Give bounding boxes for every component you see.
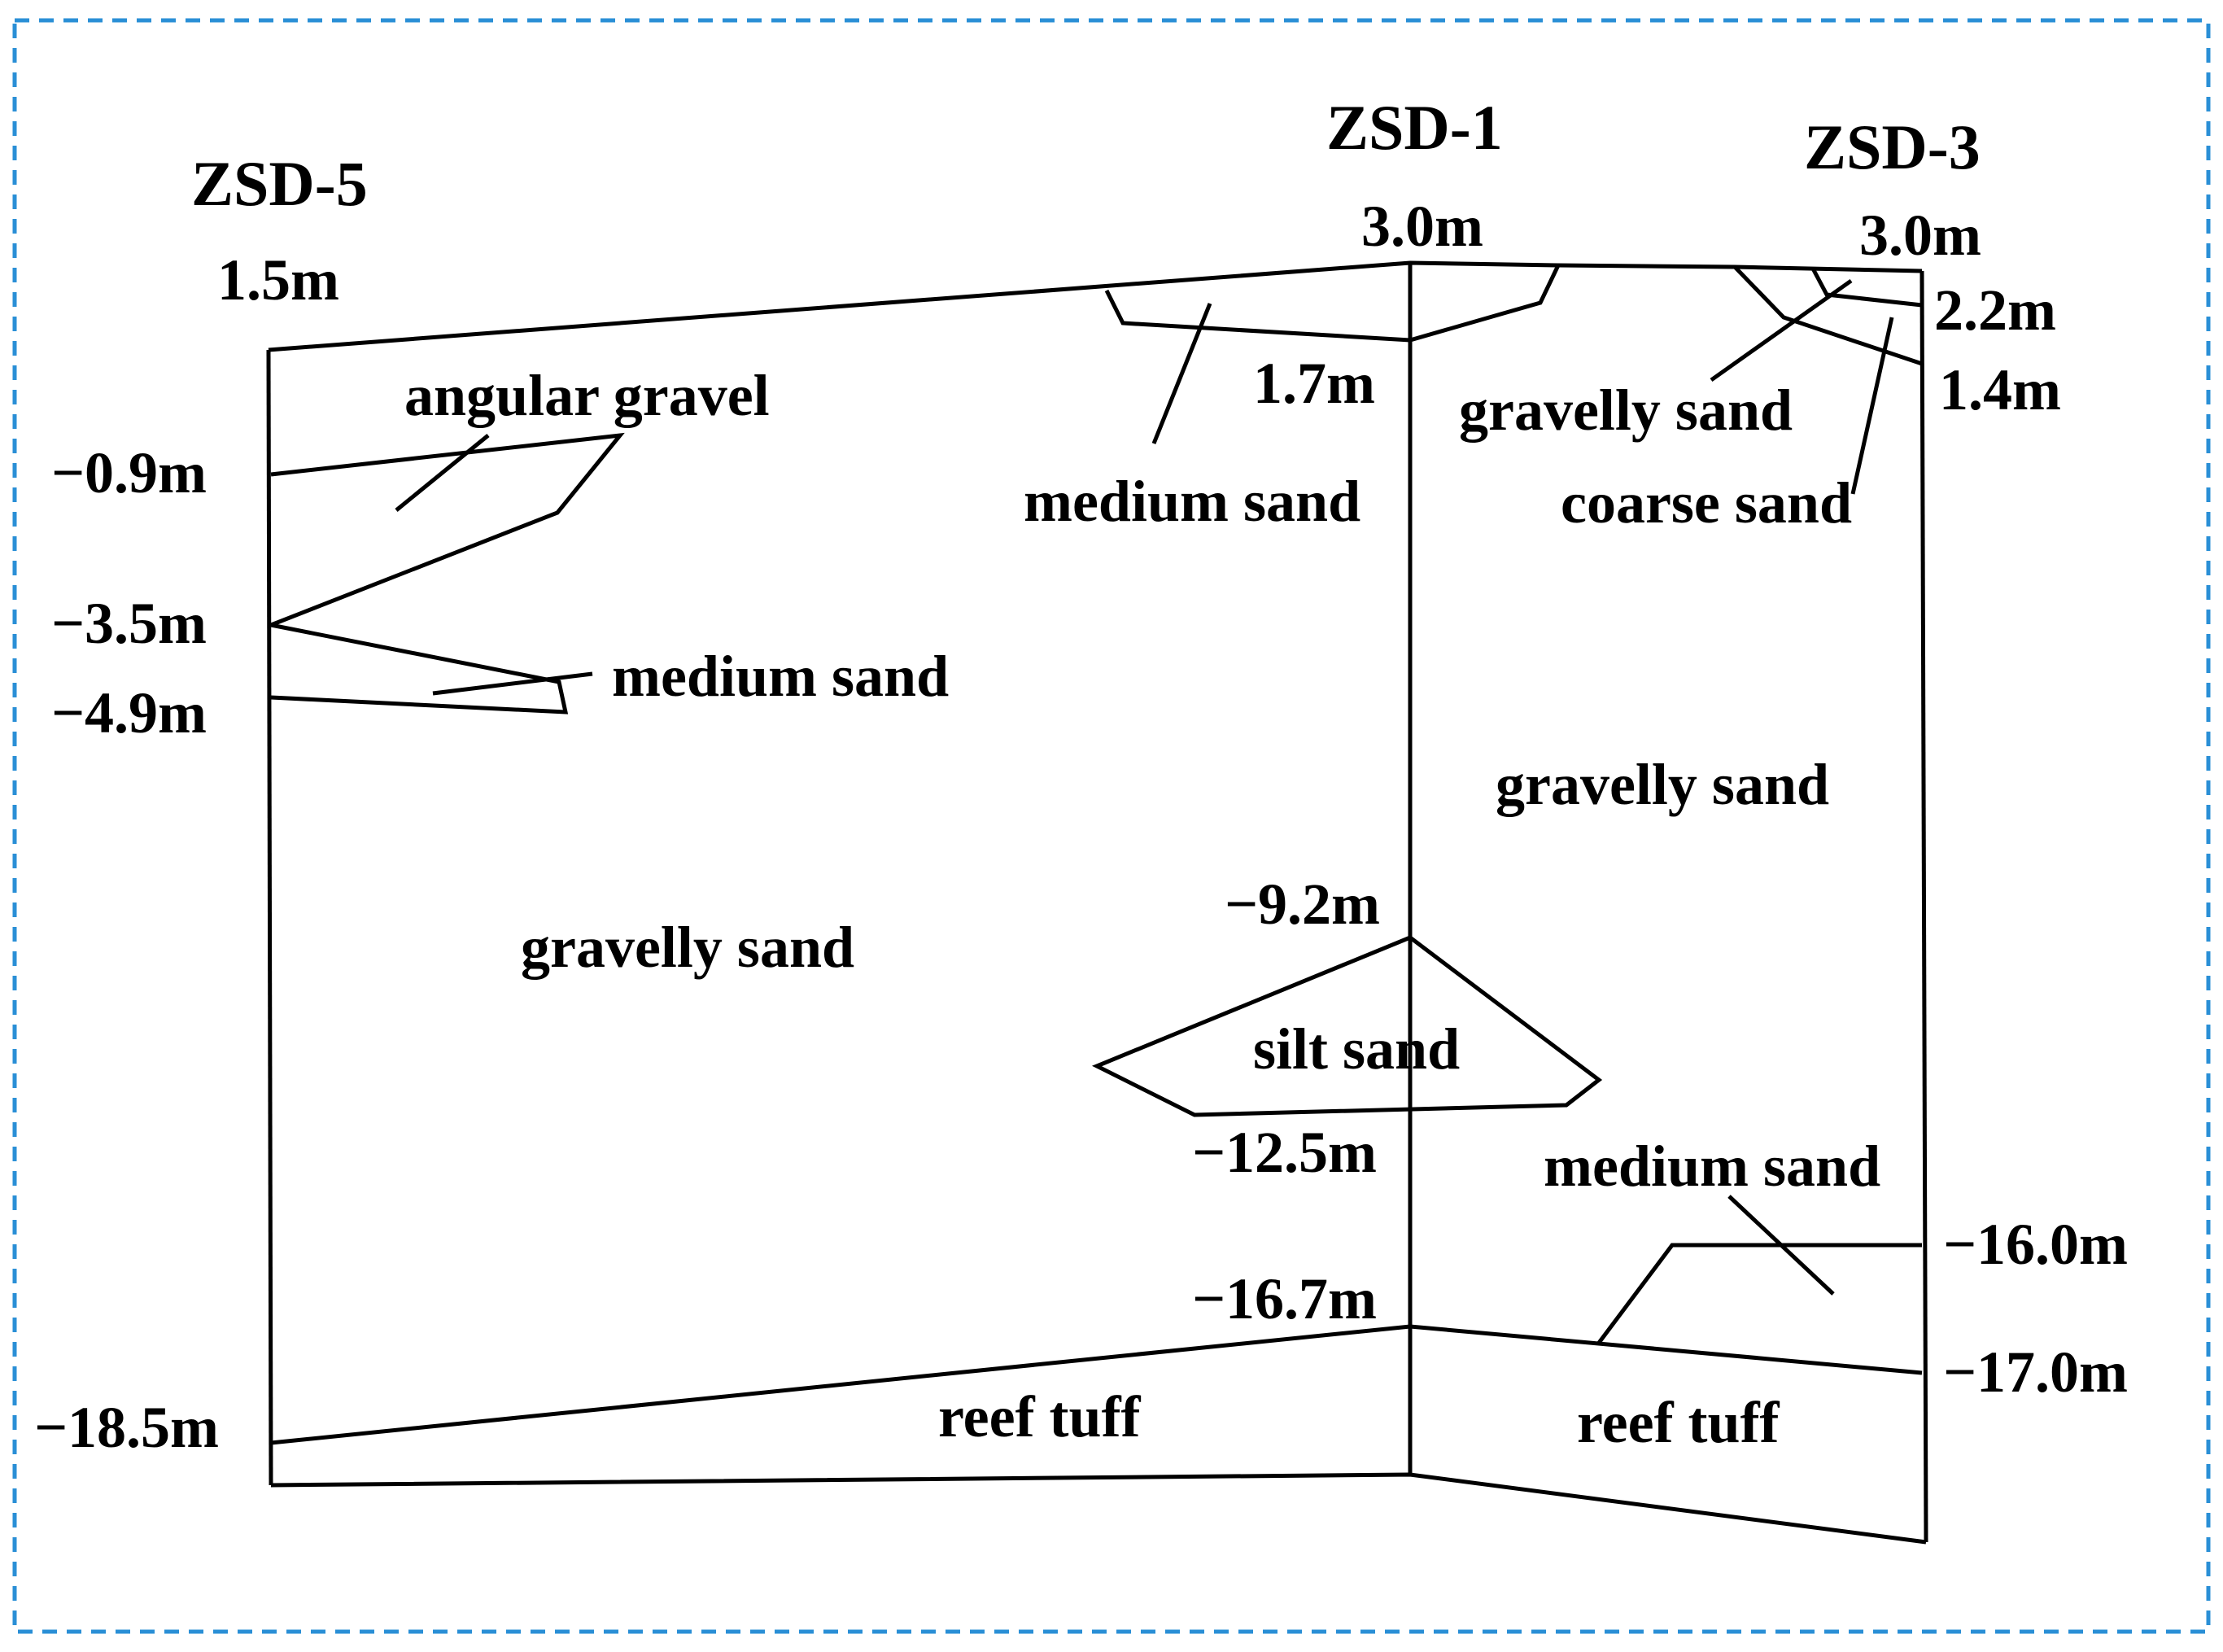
- leader-angular-gravel: [395, 434, 490, 512]
- borehole-zsd3-name: ZSD-3: [1804, 111, 1981, 182]
- zsd3-depth-1: 2.2m: [1934, 278, 2056, 343]
- zsd5-depth-2: −3.5m: [51, 591, 207, 656]
- profile-top-boundary: [268, 260, 1923, 352]
- zsd3-borehole-line: [1919, 270, 1928, 1543]
- leader-medium-sand-top: [1151, 303, 1212, 444]
- leader-medium-sand-left: [432, 671, 593, 696]
- layer-reef-tuff-right: reef tuff: [1577, 1390, 1780, 1455]
- borehole-zsd1-name: ZSD-1: [1326, 92, 1503, 163]
- reef-tuff-boundary: [270, 1324, 1923, 1445]
- zsd5-borehole-line: [266, 349, 273, 1486]
- zsd5-top-elevation: 1.5m: [217, 247, 339, 312]
- layer-silt-sand: silt sand: [1253, 1016, 1460, 1082]
- layer-medium-sand-right: medium sand: [1544, 1134, 1880, 1199]
- zsd1-top-elevation: 3.0m: [1361, 194, 1483, 259]
- medium-sand-lens-right: [1597, 1243, 1922, 1344]
- medium-sand-lens-left: [270, 623, 569, 715]
- borehole-zsd5-name: ZSD-5: [191, 148, 368, 219]
- layer-coarse-sand: coarse sand: [1561, 470, 1852, 535]
- angular-gravel-lens: [270, 432, 625, 627]
- profile-bottom-boundary: [270, 1472, 1927, 1545]
- silt-sand-lens: [1091, 935, 1603, 1117]
- zsd1-depth-3: −12.5m: [1192, 1120, 1377, 1185]
- zsd3-depth-3: −16.0m: [1943, 1212, 2128, 1277]
- layer-gravelly-sand-top: gravelly sand: [1459, 378, 1793, 443]
- layer-reef-tuff-left: reef tuff: [938, 1384, 1142, 1449]
- layer-gravelly-sand-left: gravelly sand: [521, 915, 854, 980]
- zsd1-depth-1: 1.7m: [1253, 351, 1375, 416]
- layer-gravelly-sand-right: gravelly sand: [1496, 752, 1829, 817]
- leader-medium-sand-right: [1727, 1195, 1835, 1296]
- zsd3-depth-2: 1.4m: [1939, 357, 2061, 422]
- layer-medium-sand-top: medium sand: [1024, 469, 1360, 534]
- coarse-sand-lens-upper: [1810, 267, 1923, 308]
- layer-angular-gravel: angular gravel: [404, 363, 770, 428]
- coarse-sand-lens-lower: [1733, 265, 1923, 366]
- zsd3-depth-4: −17.0m: [1943, 1340, 2128, 1405]
- layer-medium-sand-left: medium sand: [612, 644, 949, 709]
- zsd1-depth-2: −9.2m: [1225, 872, 1380, 937]
- medium-sand-lens-top: [1104, 264, 1561, 343]
- leader-coarse-sand: [1850, 317, 1894, 495]
- zsd5-depth-4: −18.5m: [34, 1395, 219, 1460]
- zsd1-depth-4: −16.7m: [1192, 1266, 1377, 1331]
- leader-gravelly-sand-top: [1710, 278, 1853, 382]
- zsd3-top-elevation: 3.0m: [1859, 203, 1981, 268]
- zsd5-depth-1: −0.9m: [51, 440, 207, 505]
- zsd5-depth-3: −4.9m: [51, 680, 207, 745]
